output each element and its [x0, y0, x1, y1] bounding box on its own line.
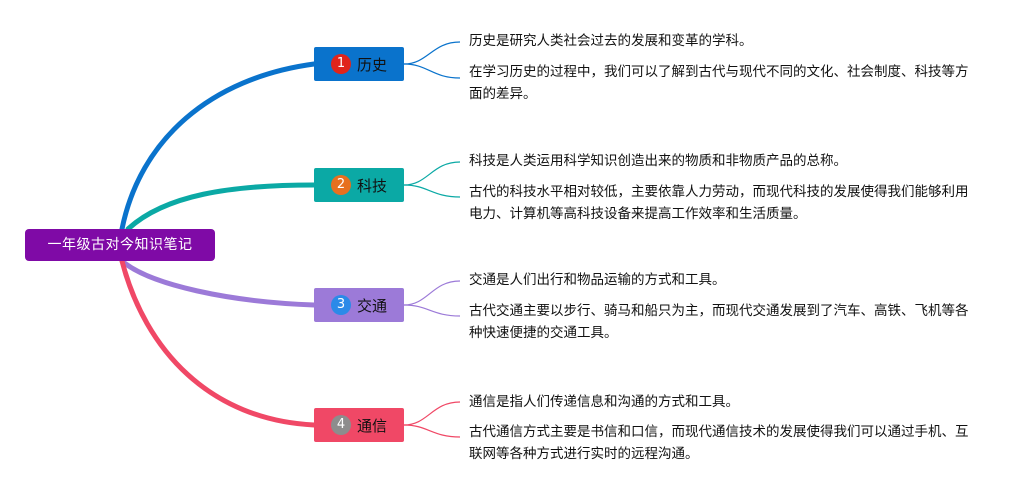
note-connector	[403, 41, 461, 65]
note-connector	[403, 401, 461, 426]
note-connector	[403, 63, 461, 79]
branch-connector	[119, 258, 317, 308]
note-technology-1: 科技是人类运用科学知识创造出来的物质和非物质产品的总称。	[469, 153, 847, 169]
note-connector	[403, 184, 461, 198]
branch-label: 通信	[356, 416, 387, 435]
note-communication-2: 古代通信方式主要是书信和口信，而现代通信技术的发展使得我们可以通过手机、互联网等…	[469, 424, 969, 462]
note-connector	[403, 424, 461, 438]
branch-connector	[119, 61, 317, 232]
branch-connector	[125, 182, 317, 232]
note-communication-1: 通信是指人们传递信息和沟通的方式和工具。	[469, 394, 739, 410]
branch-connector	[119, 258, 317, 428]
branch-communication[interactable]: 4 通信	[314, 408, 404, 442]
branch-label: 历史	[356, 55, 387, 74]
root-topic[interactable]: 一年级古对今知识笔记	[25, 229, 215, 261]
note-history-1: 历史是研究人类社会过去的发展和变革的学科。	[469, 33, 753, 49]
number-1-icon: 1	[330, 54, 351, 74]
branch-label: 交通	[356, 296, 387, 315]
branch-label: 科技	[356, 176, 387, 195]
note-transport-2: 古代交通主要以步行、骑马和船只为主，而现代交通发展到了汽车、高铁、飞机等各种快速…	[469, 303, 969, 341]
branch-technology[interactable]: 2 科技	[314, 168, 404, 202]
branch-transport[interactable]: 3 交通	[314, 288, 404, 322]
branch-history[interactable]: 1 历史	[314, 47, 404, 81]
note-connector	[403, 304, 461, 317]
number-4-icon: 4	[330, 415, 351, 435]
number-3-icon: 3	[330, 295, 351, 315]
note-transport-1: 交通是人们出行和物品运输的方式和工具。	[469, 272, 726, 288]
note-technology-2: 古代的科技水平相对较低，主要依靠人力劳动，而现代科技的发展使得我们能够利用电力、…	[469, 184, 969, 222]
note-history-2: 在学习历史的过程中，我们可以了解到古代与现代不同的文化、社会制度、科技等方面的差…	[469, 64, 969, 102]
note-connector	[403, 161, 461, 186]
note-connector	[403, 280, 461, 306]
number-2-icon: 2	[330, 175, 351, 195]
